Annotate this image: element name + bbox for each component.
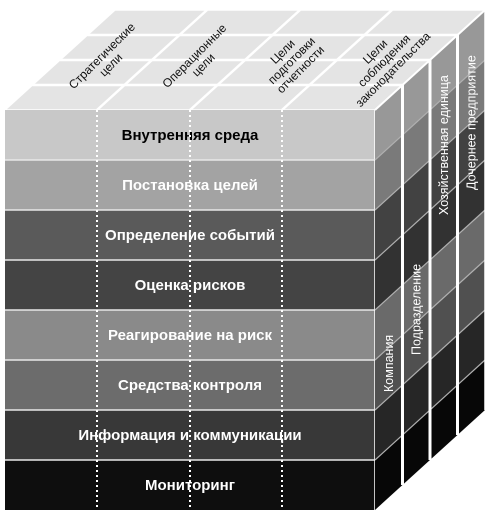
top-column-divider [96, 9, 208, 111]
top-column-divider [189, 9, 301, 111]
front-dotted-dividers [96, 110, 283, 510]
unit-label: Хозяйственная единица [437, 75, 451, 215]
units-side-face: Компания Подразделение Хозяйственная едини… [374, 9, 486, 510]
unit-label: Компания [382, 335, 396, 392]
unit-label: Дочернее предприятие [465, 55, 479, 190]
top-column-divider [281, 9, 393, 111]
side-top-edge [374, 9, 486, 111]
unit-label: Подразделение [410, 264, 424, 355]
